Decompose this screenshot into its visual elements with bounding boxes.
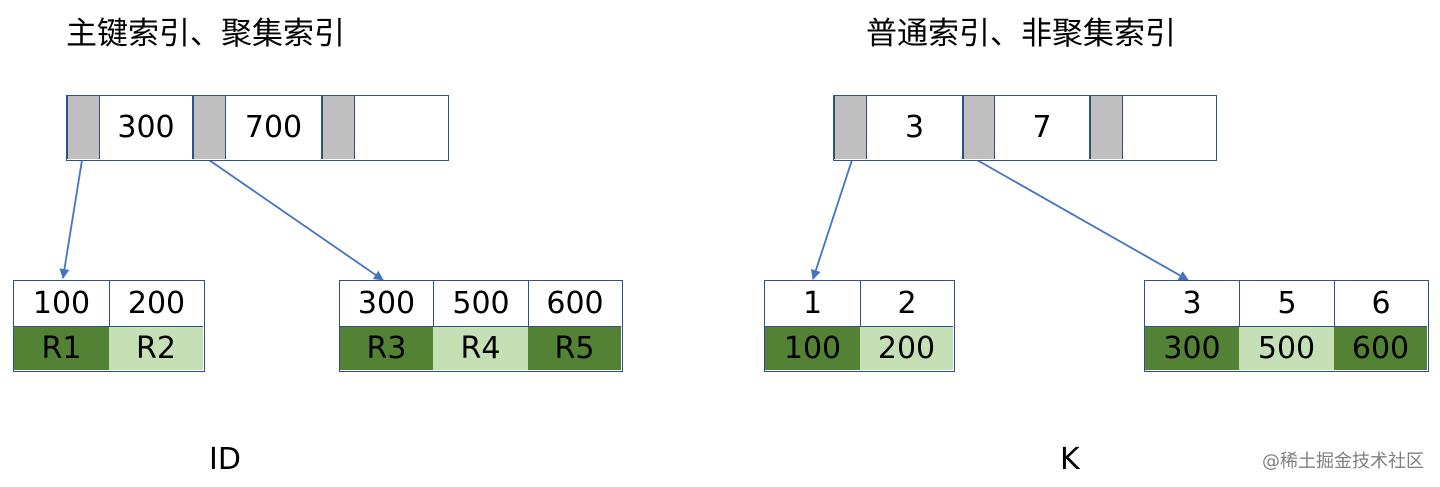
primary-key-cell: 600 xyxy=(1334,327,1427,370)
primary-key-cell: 100 xyxy=(765,327,860,370)
leaf-key: 3 xyxy=(1145,281,1239,327)
left-arrow-2 xyxy=(208,159,384,281)
row-data-cell: R2 xyxy=(109,327,203,370)
root-key-1: 300 xyxy=(100,96,193,159)
primary-key-cell: 500 xyxy=(1239,327,1334,370)
pointer-slot xyxy=(193,96,226,159)
watermark: @稀土掘金技术社区 xyxy=(1262,451,1424,472)
primary-key-cell: 300 xyxy=(1145,327,1239,370)
root-key-2: 700 xyxy=(226,96,322,159)
pointer-slot xyxy=(1090,96,1123,159)
pointer-slot xyxy=(963,96,995,159)
leaf-key: 1 xyxy=(765,281,860,327)
row-data-cell: R4 xyxy=(433,327,528,370)
leaf-key: 600 xyxy=(528,281,621,327)
pointer-slot xyxy=(322,96,355,159)
leaf-key: 2 xyxy=(860,281,953,327)
empty-key-slot xyxy=(1123,96,1215,159)
primary-key-cell: 200 xyxy=(860,327,953,370)
root-key-1: 3 xyxy=(867,96,963,159)
row-data-cell: R5 xyxy=(528,327,621,370)
clustered-index-title: 主键索引、聚集索引 xyxy=(66,16,345,52)
clustered-leaf-node-2: 300 500 600 R3 R4 R5 xyxy=(339,280,623,372)
pointer-slot xyxy=(834,96,867,159)
leaf-key: 200 xyxy=(109,281,203,327)
left-arrow-1 xyxy=(59,159,83,279)
secondary-root-node: 3 7 xyxy=(833,95,1217,161)
root-key-2: 7 xyxy=(995,96,1090,159)
leaf-key: 500 xyxy=(433,281,528,327)
pointer-slot xyxy=(67,96,100,159)
leaf-key: 300 xyxy=(340,281,433,327)
secondary-index-title: 普通索引、非聚集索引 xyxy=(866,16,1176,52)
clustered-leaf-node-1: 100 200 R1 R2 xyxy=(13,280,205,372)
row-data-cell: R1 xyxy=(14,327,109,370)
empty-key-slot xyxy=(355,96,447,159)
leaf-key: 100 xyxy=(14,281,109,327)
secondary-leaf-node-1: 1 2 100 200 xyxy=(764,280,955,372)
secondary-leaf-node-2: 3 5 6 300 500 600 xyxy=(1144,280,1429,372)
clustered-index-label: ID xyxy=(209,442,241,477)
right-arrow-2 xyxy=(976,159,1189,281)
clustered-root-node: 300 700 xyxy=(66,95,449,161)
right-arrow-1 xyxy=(811,159,853,280)
leaf-key: 5 xyxy=(1239,281,1334,327)
leaf-key: 6 xyxy=(1334,281,1427,327)
row-data-cell: R3 xyxy=(340,327,433,370)
secondary-index-label: K xyxy=(1060,442,1080,477)
